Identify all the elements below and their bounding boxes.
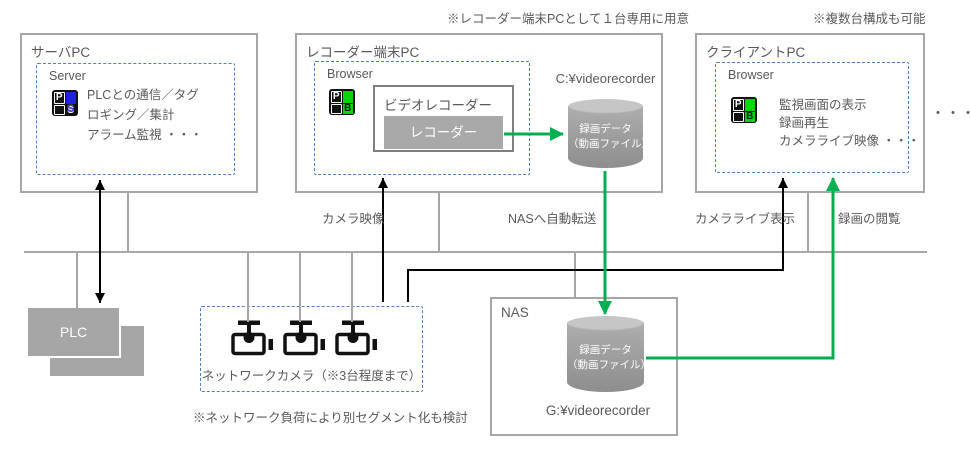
- client-feature: 録画再生: [779, 116, 830, 130]
- icon-letter: B: [744, 111, 755, 122]
- cylinder-body: [567, 323, 644, 392]
- server-feature-list: PLCとの通信／タグ ロギング／集計 アラーム監視 ・・・: [87, 85, 203, 145]
- client-feature-list: 監視画面の表示 録画再生 カメラライブ映像 ・・・: [779, 96, 920, 150]
- icon-quadrant: [733, 112, 744, 122]
- network-load-note: ※ネットワーク負荷により別セグメント化も検討: [193, 411, 468, 425]
- icon-letter: P: [331, 91, 342, 103]
- server-feature: ロギング／集計: [87, 108, 175, 122]
- video-recorder-title: ビデオレコーダー: [384, 98, 492, 113]
- recorder-browser-label: Browser: [327, 67, 373, 81]
- server-app-icon: P S: [52, 90, 78, 116]
- storage-label-line1: 録画データ: [579, 344, 632, 356]
- storage-label: 録画データ （動画ファイル）: [567, 343, 651, 373]
- nas-transfer-label: NASへ自動転送: [508, 212, 597, 226]
- cylinder-top: [568, 99, 643, 114]
- storage-label-line2: （動画ファイル）: [568, 138, 652, 150]
- browser-app-icon: P B: [731, 97, 757, 123]
- storage-label: 録画データ （動画ファイル）: [568, 122, 652, 152]
- nas-storage-cylinder: 録画データ （動画ファイル）: [567, 316, 651, 392]
- camera-video-label: カメラ映像: [322, 212, 385, 226]
- view-recording-label: 録画の閲覧: [838, 212, 901, 226]
- camera-caption: ネットワークカメラ（※3台程度まで）: [201, 369, 422, 383]
- server-feature: PLCとの通信／タグ: [87, 88, 199, 102]
- storage-label-line1: 録画データ: [579, 123, 632, 135]
- icon-quadrant: [331, 104, 342, 114]
- client-pc-note: ※複数台構成も可能: [813, 12, 926, 26]
- client-browser-group: Browser P B 監視画面の表示 録画再生 カメラライブ映像 ・・・: [715, 62, 920, 173]
- client-feature: 監視画面の表示: [779, 98, 867, 112]
- camera-live-arrow: [407, 178, 788, 302]
- network-camera-icon: [283, 320, 325, 356]
- cylinder-top: [567, 316, 644, 331]
- plc-box: PLC: [26, 306, 121, 358]
- icon-letter: S: [65, 104, 76, 115]
- network-camera-icon: [231, 320, 273, 356]
- recorder-pc-note: ※レコーダー端末PCとして１台専用に用意: [447, 12, 689, 26]
- storage-label-line2: （動画ファイル）: [567, 359, 651, 371]
- more-clients-indicator: ・・・: [931, 105, 970, 121]
- local-storage-cylinder: 録画データ （動画ファイル）: [568, 99, 652, 168]
- icon-letter: P: [54, 92, 65, 104]
- cylinder-body: [568, 106, 643, 168]
- icon-letter: B: [342, 103, 353, 114]
- browser-app-icon: P B: [329, 89, 355, 115]
- icon-quadrant: [54, 105, 65, 115]
- client-browser-label: Browser: [728, 68, 774, 82]
- recorder-button[interactable]: レコーダー: [384, 116, 503, 149]
- server-feature: アラーム監視 ・・・: [87, 128, 203, 142]
- server-app-label: Server: [49, 69, 86, 83]
- nas-storage-path: G:¥videorecorder: [545, 403, 651, 418]
- icon-quadrant: [342, 91, 353, 103]
- server-pc-title: サーバPC: [31, 45, 91, 60]
- client-pc-title: クライアントPC: [706, 45, 806, 60]
- icon-quadrant: [65, 92, 76, 104]
- client-pc-box: クライアントPC Browser P B 監視画面の表示 録画再生 カメラライブ…: [695, 33, 925, 193]
- icon-quadrant: [744, 99, 755, 111]
- server-app-group: Server P S PLCとの通信／タグ ロギング／集計 アラーム監視 ・・・: [36, 63, 235, 175]
- camera-live-label: カメラライブ表示: [695, 212, 796, 226]
- camera-group: ネットワークカメラ（※3台程度まで）: [200, 306, 423, 392]
- recorder-pc-title: レコーダー端末PC: [306, 45, 420, 60]
- nas-title: NAS: [501, 305, 529, 320]
- recorder-browser-group: Browser P B: [314, 61, 530, 175]
- client-feature: カメラライブ映像 ・・・: [779, 134, 920, 148]
- network-camera-icon: [335, 320, 377, 356]
- icon-letter: P: [733, 99, 744, 111]
- local-storage-path: C:¥videorecorder: [555, 71, 656, 86]
- server-pc-box: サーバPC Server P S PLCとの通信／タグ ロギング／集計 アラーム…: [20, 33, 258, 193]
